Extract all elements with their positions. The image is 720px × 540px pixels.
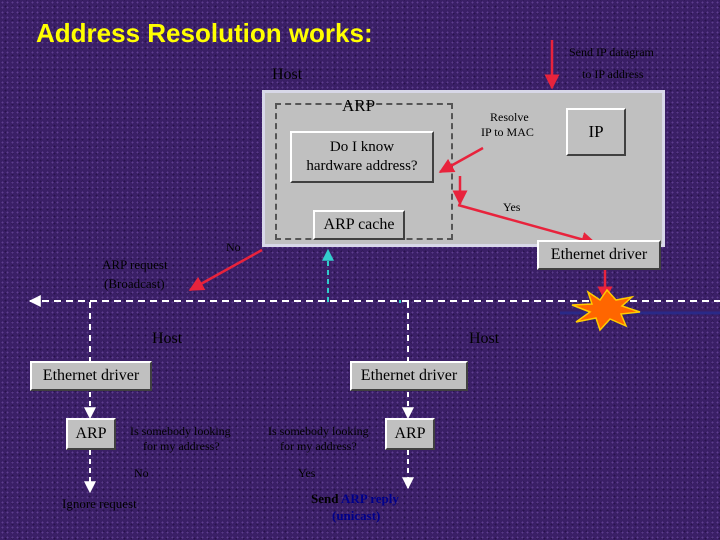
left-arp-module: ARP [66, 418, 116, 450]
transmission-burst [571, 288, 641, 332]
resolve-label-line1: Resolve [490, 110, 529, 124]
left-host-label: Host [152, 330, 183, 347]
right-question-line1: Is somebody looking [268, 424, 369, 438]
arp-cache: ARP cache [313, 210, 405, 240]
arp-reply-line2: (unicast) [332, 508, 381, 523]
left-no-label: No [134, 466, 149, 480]
ip-label: IP [588, 122, 604, 141]
top-ethernet-driver: Ethernet driver [537, 240, 661, 270]
left-ethernet-label: Ethernet driver [42, 367, 140, 384]
arp-module-label: ARP [342, 96, 376, 115]
yes-to-ethernet-arrow [457, 203, 597, 247]
right-ethernet-driver: Ethernet driver [350, 361, 468, 391]
ignore-request-label: Ignore request [62, 496, 137, 511]
resolve-to-question-arrow [438, 146, 484, 174]
arp-cache-label: ARP cache [323, 216, 395, 233]
right-host-label: Host [469, 330, 500, 347]
top-host-label: Host [272, 66, 303, 83]
yes-label: Yes [503, 200, 521, 214]
right-arp-label: ARP [394, 425, 426, 442]
question-line2: hardware address? [306, 158, 418, 174]
right-arp-module: ARP [385, 418, 435, 450]
question-line1: Do I know [329, 139, 395, 155]
no-to-broadcast-arrow [188, 248, 263, 292]
slide-title: Address Resolution works: [36, 18, 373, 48]
send-ip-label-line1: Send IP datagram [569, 45, 654, 59]
resolve-label-line2: IP to MAC [481, 125, 534, 139]
left-arp-label: ARP [75, 425, 107, 442]
arp-reply-prefix: Send [311, 491, 341, 506]
arp-reply-line1: Send ARP reply [311, 491, 399, 507]
ip-module: IP [566, 108, 626, 156]
left-question-line1: Is somebody looking [130, 424, 231, 438]
arp-request-line2: (Broadcast) [104, 276, 165, 291]
right-yes-label: Yes [298, 466, 316, 480]
no-label: No [226, 240, 241, 254]
arp-request-line1: ARP request [102, 257, 168, 272]
arp-reply-emphasis: ARP reply [341, 491, 399, 506]
left-ethernet-driver: Ethernet driver [30, 361, 152, 391]
right-question-line2: for my address? [280, 439, 357, 453]
right-ethernet-label: Ethernet driver [360, 367, 458, 384]
left-question-line2: for my address? [143, 439, 220, 453]
hardware-address-question: Do I know hardware address? [290, 131, 434, 183]
send-ip-label-line2: to IP address [582, 67, 644, 81]
top-ethernet-label: Ethernet driver [550, 246, 648, 263]
